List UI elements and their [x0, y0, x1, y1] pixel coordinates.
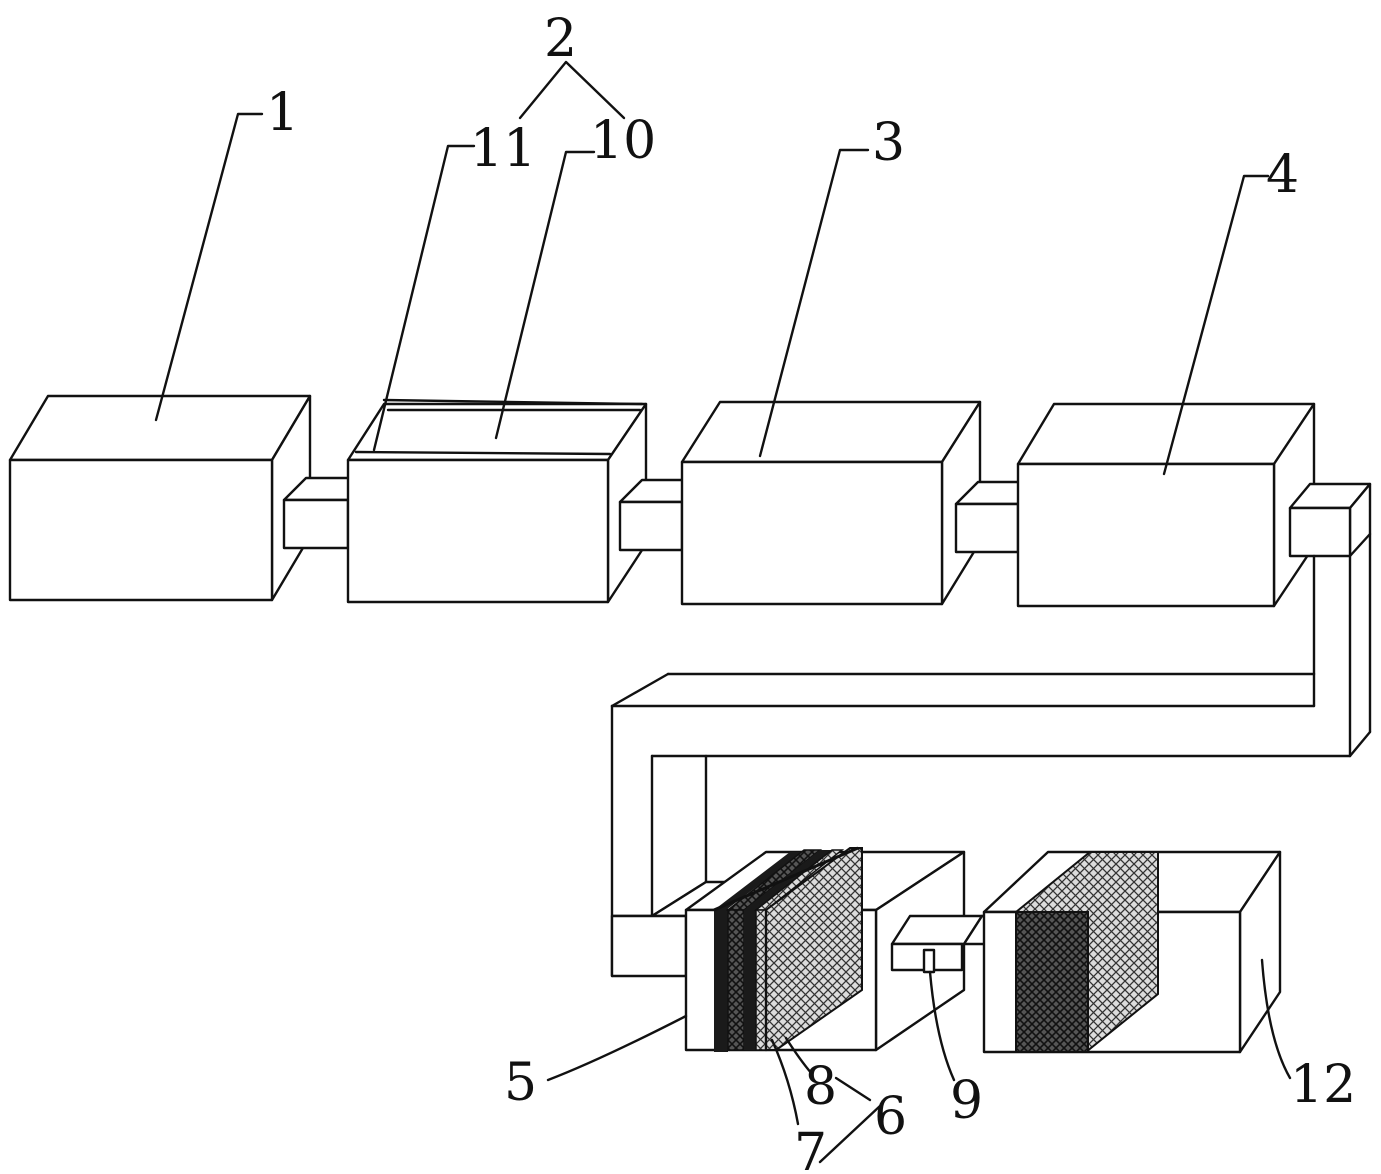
box-12: [982, 850, 1282, 1054]
label-11: 11: [470, 119, 536, 179]
box-4: [1016, 402, 1316, 608]
label-12: 12: [1290, 1055, 1356, 1115]
label-5: 5: [504, 1053, 537, 1113]
label-10: 10: [590, 111, 656, 171]
label-1: 1: [266, 83, 299, 143]
label-8: 8: [804, 1057, 837, 1117]
connector-9: [890, 914, 1010, 974]
connector-4-outlet: [1288, 482, 1372, 558]
label-7: 7: [794, 1123, 827, 1174]
label-2: 2: [544, 9, 577, 69]
label-4: 4: [1266, 145, 1299, 205]
labels: 1 2 11 10 3 4 5 8 6 7 9 12: [266, 9, 1356, 1174]
label-3: 3: [872, 113, 905, 173]
leader-lines: [154, 60, 1292, 1164]
label-9: 9: [950, 1071, 983, 1131]
box-3: [680, 400, 982, 606]
label-6: 6: [874, 1087, 907, 1147]
pipe-inlet: [610, 880, 742, 978]
box-1: [8, 394, 312, 602]
